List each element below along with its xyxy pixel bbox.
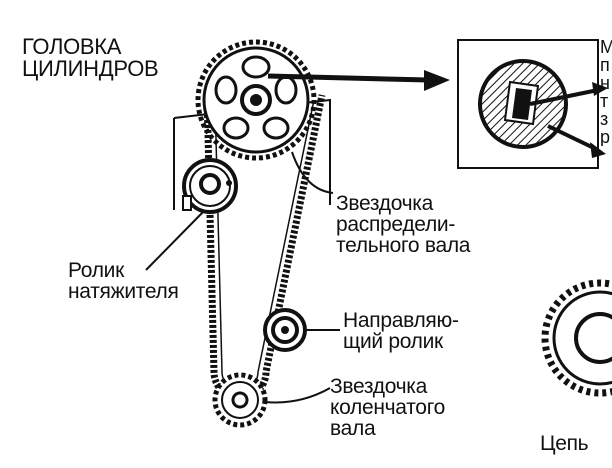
leader-crankshaft	[264, 387, 331, 404]
label-chain: Цепь	[540, 432, 589, 455]
camshaft-sprocket	[195, 39, 317, 161]
tensioner-roller	[182, 158, 238, 214]
label-camshaft-sprocket: Звездочка распредели- тельного вала	[336, 192, 471, 257]
clipped-edge-text: М п н т з р	[600, 38, 612, 146]
label-tensioner-roller: Ролик натяжителя	[68, 259, 179, 303]
leader-camshaft	[291, 151, 334, 194]
label-cylinder-head: ГОЛОВКА ЦИЛИНДРОВ	[22, 34, 159, 81]
crankshaft-sprocket	[212, 372, 268, 428]
chain-detail	[541, 279, 612, 397]
label-guide-roller: Направляю- щий ролик	[343, 309, 459, 353]
guide-roller	[263, 308, 307, 352]
inset-detail	[457, 39, 608, 169]
detail-arrow	[267, 73, 429, 83]
leader-tensioner	[145, 211, 204, 271]
detail-arrowhead	[424, 70, 450, 91]
label-crankshaft-sprocket: Звездочка коленчатого вала	[330, 375, 445, 440]
